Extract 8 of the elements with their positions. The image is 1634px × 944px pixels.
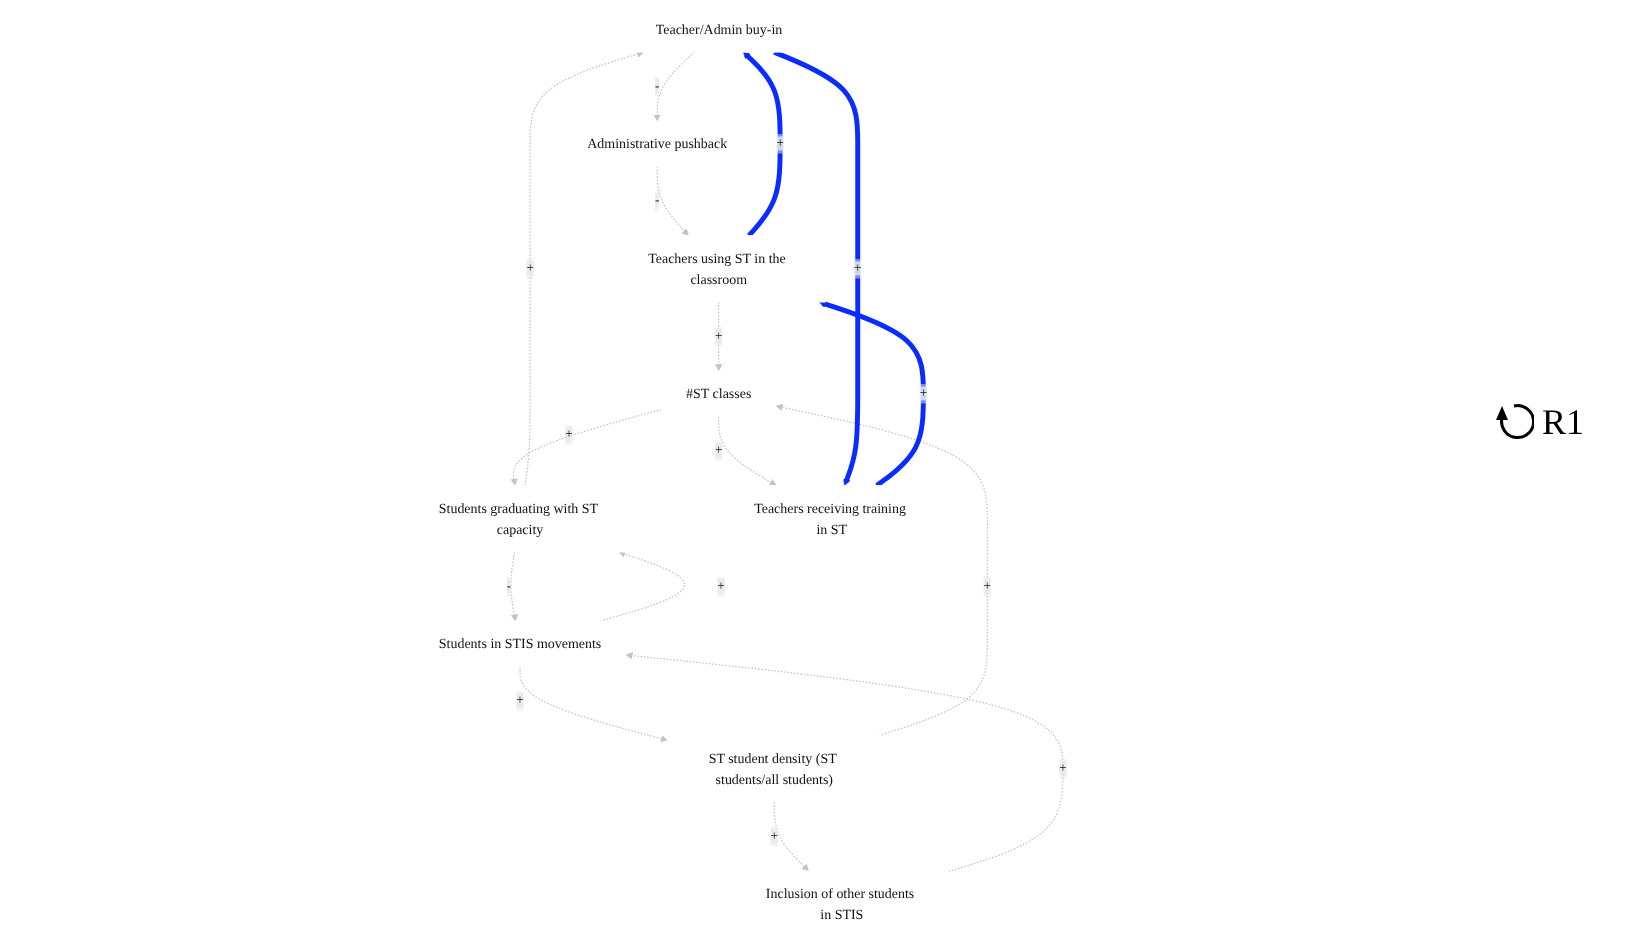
arrow — [718, 415, 777, 486]
arrow — [510, 551, 518, 622]
arrow — [775, 403, 988, 737]
loop-label: R1 — [1542, 401, 1585, 443]
arrow — [773, 801, 809, 872]
arrow — [510, 408, 663, 486]
arrow — [625, 652, 1064, 873]
arrow — [519, 665, 668, 743]
